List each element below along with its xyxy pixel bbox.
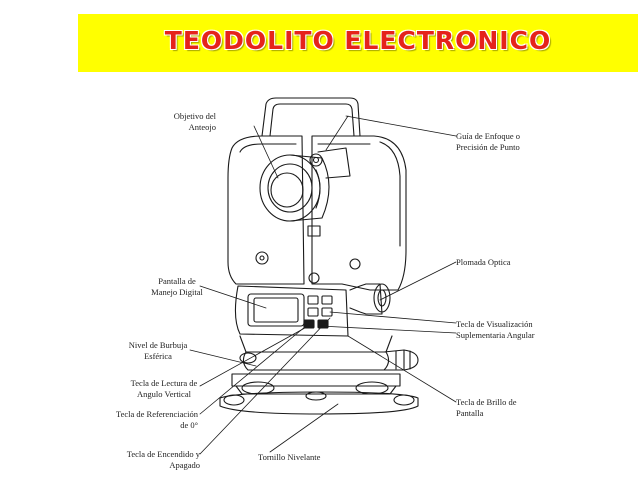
label-guia-line2: Precisión de Punto xyxy=(456,142,520,152)
label-plomada: Plomada Optica xyxy=(456,257,566,268)
label-tecla-visualizacion-line1: Tecla de Visualización xyxy=(456,319,533,329)
label-tornillo-text: Tornillo Nivelante xyxy=(258,452,321,462)
label-guia: Guía de Enfoque o Precisión de Punto xyxy=(456,131,566,153)
label-tecla-lectura: Tecla de Lectura de Angulo Vertical xyxy=(112,378,216,400)
label-guia-line1: Guía de Enfoque o xyxy=(456,131,520,141)
label-tecla-brillo-line1: Tecla de Brillo de xyxy=(456,397,517,407)
label-nivel-line2: Esférica xyxy=(144,351,172,361)
label-nivel: Nivel de Burbuja Esférica xyxy=(108,340,208,362)
page-title: TEODOLITO ELECTRONICO xyxy=(164,26,552,55)
label-tecla-encendido: Tecla de Encendido y Apagado xyxy=(112,449,200,471)
label-pantalla-line2: Manejo Digital xyxy=(151,287,203,297)
label-tecla-brillo: Tecla de Brillo de Pantalla xyxy=(456,397,566,419)
label-objetivo: Objetivo del Anteojo xyxy=(150,111,216,133)
label-tecla-brillo-line2: Pantalla xyxy=(456,408,484,418)
label-objetivo-line2: Anteojo xyxy=(188,122,216,132)
label-tecla-referenciacion-line2: de 0° xyxy=(180,420,198,430)
label-tecla-referenciacion-line1: Tecla de Referenciación xyxy=(116,409,198,419)
label-objetivo-line1: Objetivo del xyxy=(173,111,216,121)
label-tecla-referenciacion: Tecla de Referenciación de 0° xyxy=(112,409,198,431)
label-plomada-text: Plomada Optica xyxy=(456,257,511,267)
label-nivel-line1: Nivel de Burbuja xyxy=(128,340,188,350)
label-tecla-lectura-line2: Angulo Vertical xyxy=(137,389,191,399)
label-pantalla: Pantalla de Manejo Digital xyxy=(132,276,222,298)
label-tecla-visualizacion-line2: Suplementaria Angular xyxy=(456,330,535,340)
label-tornillo: Tornillo Nivelante xyxy=(258,452,348,463)
label-tecla-lectura-line1: Tecla de Lectura de xyxy=(130,378,198,388)
label-pantalla-line1: Pantalla de xyxy=(158,276,196,286)
label-tecla-encendido-line2: Apagado xyxy=(169,460,200,470)
title-banner: TEODOLITO ELECTRONICO xyxy=(78,14,638,72)
label-tecla-visualizacion: Tecla de Visualización Suplementaria Ang… xyxy=(456,319,586,341)
label-tecla-encendido-line1: Tecla de Encendido y xyxy=(126,449,200,459)
